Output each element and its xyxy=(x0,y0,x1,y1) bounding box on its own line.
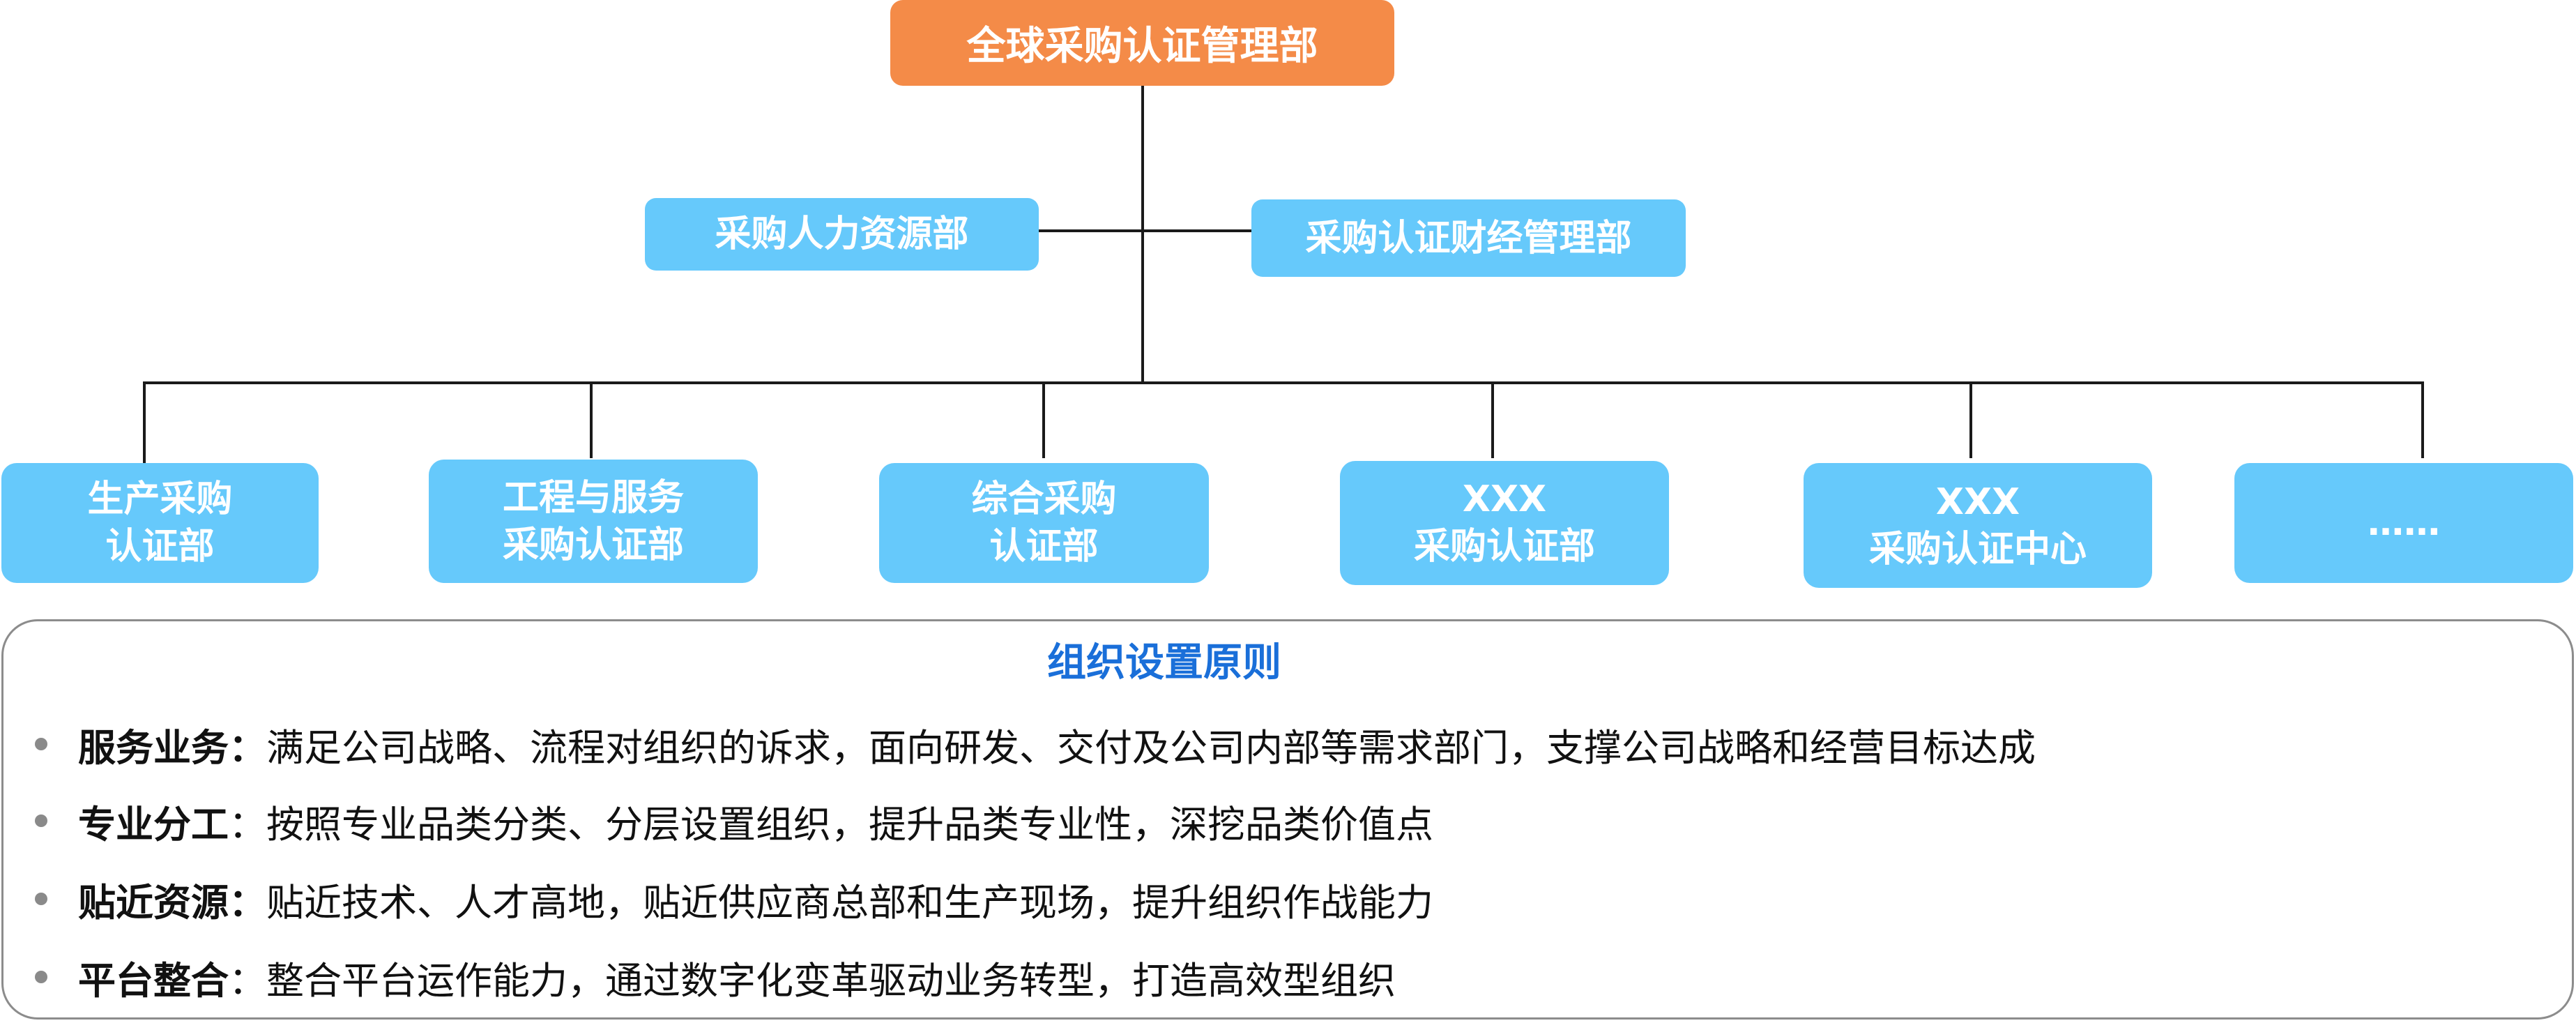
dept-1-line2: 认证部 xyxy=(105,526,215,568)
org-dept-node-4: XXX 采购认证部 xyxy=(1340,461,1669,585)
org-staff-hr-label: 采购人力资源部 xyxy=(715,213,969,255)
connector-dept-3 xyxy=(1042,381,1045,458)
principle-text-resources: 贴近技术、人才高地，贴近供应商总部和生产现场，提升组织作战能力 xyxy=(266,880,1433,925)
org-dept-node-6: …… xyxy=(2234,463,2573,583)
org-dept-node-5: XXX 采购认证中心 xyxy=(1804,463,2152,588)
connector-departments-horizontal xyxy=(143,381,2424,384)
principle-title-specialization: 专业分工 xyxy=(78,802,229,847)
principle-item-platform: 平台整合 ：整合平台运作能力，通过数字化变革驱动业务转型，打造高效型组织 xyxy=(35,952,1396,1003)
org-staff-finance-label: 采购认证财经管理部 xyxy=(1305,217,1632,259)
org-top-label: 全球采购认证管理部 xyxy=(966,24,1318,69)
principle-text-service: 满足公司战略、流程对组织的诉求，面向研发、交付及公司内部等需求部门，支撑公司战略… xyxy=(266,725,2036,770)
dept-1-line1: 生产采购 xyxy=(87,478,233,520)
connector-dept-4 xyxy=(1491,381,1494,458)
principle-text-specialization: ：按照专业品类分类、分层设置组织，提升品类专业性，深挖品类价值点 xyxy=(229,802,1433,847)
principle-title-resources: 贴近资源： xyxy=(78,880,266,925)
principle-item-specialization: 专业分工 ：按照专业品类分类、分层设置组织，提升品类专业性，深挖品类价值点 xyxy=(35,796,1433,847)
org-dept-node-3: 综合采购 认证部 xyxy=(879,463,1209,583)
bullet-dot xyxy=(35,971,47,983)
org-dept-node-2: 工程与服务 采购认证部 xyxy=(429,460,758,583)
dept-3-line2: 认证部 xyxy=(989,526,1099,568)
dept-4-line1: XXX xyxy=(1462,478,1547,520)
org-staff-node-finance: 采购认证财经管理部 xyxy=(1251,199,1686,277)
connector-dept-2 xyxy=(590,381,593,458)
principle-title-service: 服务业务： xyxy=(78,725,266,770)
connector-trunk xyxy=(1141,85,1144,381)
connector-dept-5 xyxy=(1969,381,1972,458)
principle-item-resources: 贴近资源： 贴近技术、人才高地，贴近供应商总部和生产现场，提升组织作战能力 xyxy=(35,874,1433,925)
bullet-dot xyxy=(35,814,47,827)
bullet-dot xyxy=(35,893,47,905)
dept-4-line2: 采购认证部 xyxy=(1413,526,1595,568)
principles-title: 组织设置原则 xyxy=(1047,640,1281,685)
principle-text-platform: ：整合平台运作能力，通过数字化变革驱动业务转型，打造高效型组织 xyxy=(229,958,1396,1003)
org-top-node: 全球采购认证管理部 xyxy=(890,0,1394,86)
principle-title-platform: 平台整合 xyxy=(78,958,229,1003)
dept-3-line1: 综合采购 xyxy=(971,478,1117,520)
dept-6-line1: …… xyxy=(2368,502,2440,544)
org-staff-node-hr: 采购人力资源部 xyxy=(645,198,1039,271)
connector-dept-6 xyxy=(2421,381,2424,458)
org-dept-node-1: 生产采购 认证部 xyxy=(1,463,319,583)
dept-2-line2: 采购认证部 xyxy=(502,524,684,566)
dept-5-line1: XXX xyxy=(1935,480,2020,523)
principles-panel xyxy=(1,619,2574,1020)
dept-2-line1: 工程与服务 xyxy=(502,476,684,519)
connector-staff-horizontal xyxy=(1039,229,1251,232)
dept-5-line2: 采购认证中心 xyxy=(1868,528,2087,570)
principle-item-service: 服务业务： 满足公司战略、流程对组织的诉求，面向研发、交付及公司内部等需求部门，… xyxy=(35,719,2036,770)
connector-dept-1 xyxy=(143,381,146,464)
bullet-dot xyxy=(35,738,47,750)
